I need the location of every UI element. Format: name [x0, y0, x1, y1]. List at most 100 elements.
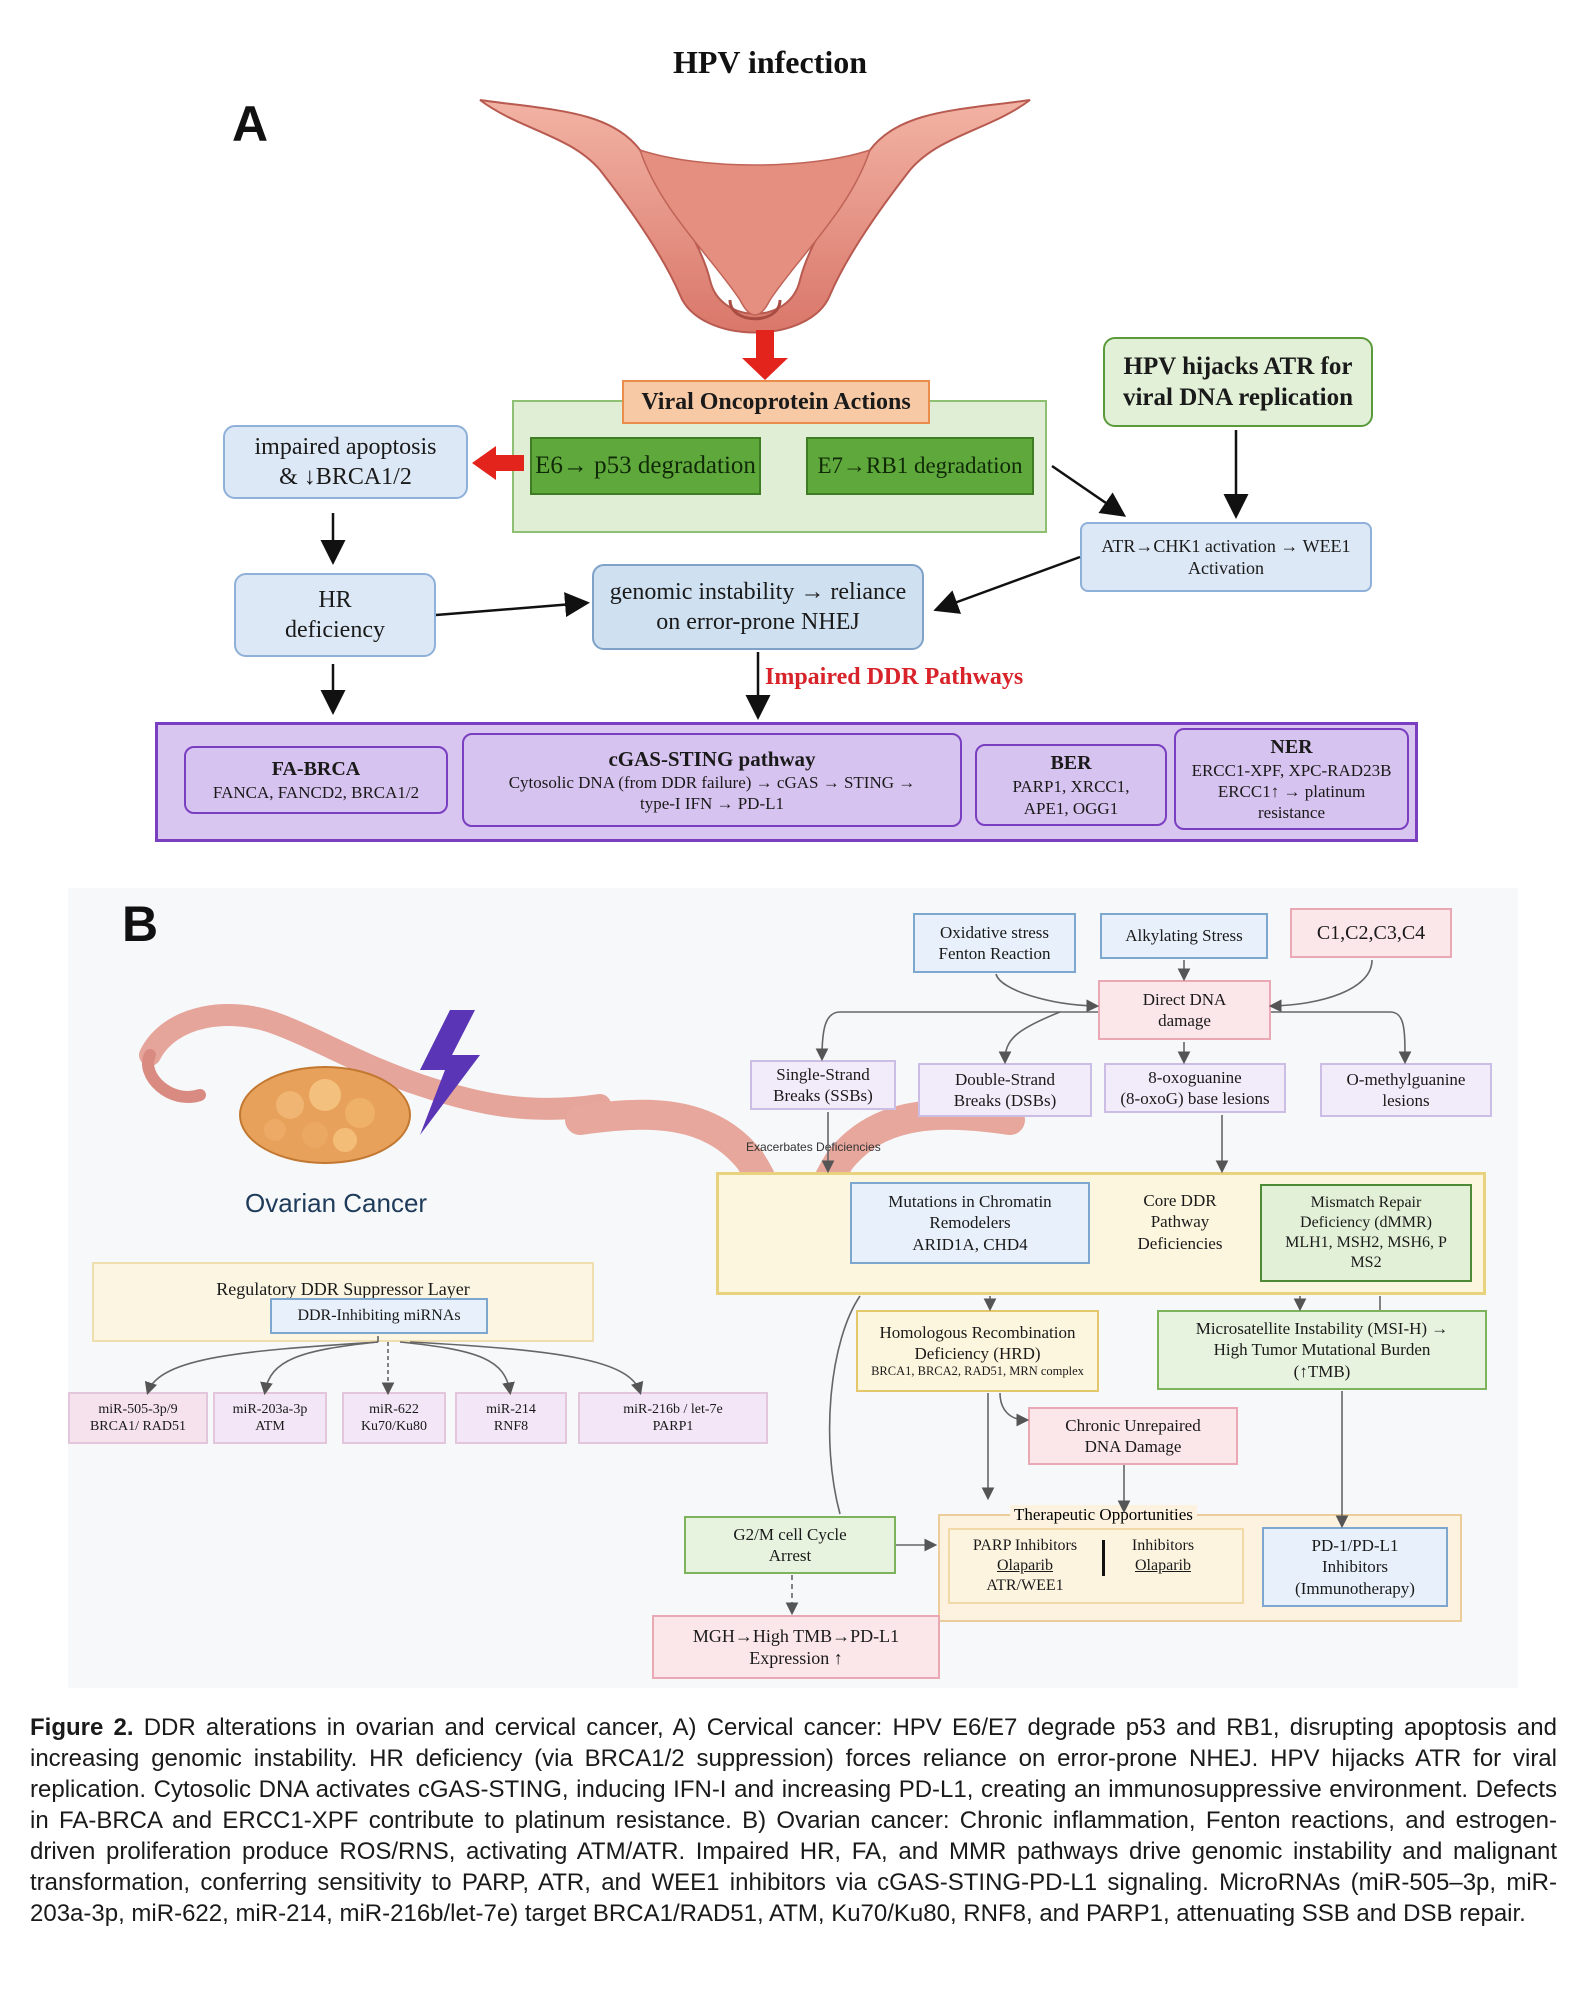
viral-oncoprotein-header: Viral Oncoprotein Actions: [622, 380, 930, 424]
therapy-divider: [1102, 1540, 1105, 1576]
mmr-line1: Mismatch Repair: [1310, 1194, 1422, 1211]
atr-chk1-box: ATR→CHK1 activation → WEE1 Activation: [1080, 522, 1372, 592]
red-down-arrow: [742, 330, 788, 380]
core-line1: Core DDR: [1143, 1191, 1217, 1211]
g2m-line1: G2/M cell Cycle: [733, 1524, 847, 1544]
ber-line1: PARP1, XRCC1,: [1012, 777, 1130, 797]
ner-line2: ERCC1↑ → platinum: [1217, 781, 1366, 801]
arrow-direct-to-omg: [1271, 1011, 1412, 1065]
cgas-title: cGAS-STING pathway: [608, 746, 816, 771]
ovary-illustration: [139, 1004, 611, 1164]
arrow-hrd-to-chronic: [999, 1392, 1030, 1427]
arrow-mirna-5: [409, 1341, 644, 1396]
caption-text: DDR alterations in ovarian and cervical …: [30, 1714, 1557, 1927]
hr-deficiency-box: HR deficiency: [234, 573, 436, 657]
hrd-line3: BRCA1, BRCA2, RAD51, MRN complex: [871, 1364, 1084, 1379]
panel-b-connectors: [144, 959, 1412, 1616]
ner-title: NER: [1270, 735, 1313, 758]
mirna-name: miR-505-3p/9: [98, 1401, 178, 1417]
figure-stage: A HPV infection Viral Oncoprotein Action…: [68, 44, 1492, 1679]
pd1-line3: (Immunotherapy): [1295, 1578, 1415, 1598]
ber-box: BER PARP1, XRCC1, APE1, OGG1: [975, 744, 1167, 826]
impaired-apoptosis-line1: impaired apoptosis: [254, 434, 437, 460]
therapeutic-title: Therapeutic Opportunities: [1010, 1505, 1197, 1525]
hpv-hijacks-atr-box: HPV hijacks ATR for viral DNA replicatio…: [1103, 337, 1373, 427]
mirna-name: miR-622: [369, 1401, 419, 1417]
omg-box: O-methylguanine lesions: [1320, 1063, 1492, 1117]
dsb-line1: Double-Strand: [954, 1069, 1056, 1089]
mirna-target: PARP1: [652, 1419, 694, 1434]
mirna-target: BRCA1/ RAD51: [89, 1419, 187, 1434]
arrow-ccodes-to-direct: [1268, 959, 1373, 1013]
ner-line3: resistance: [1257, 803, 1326, 823]
mmr-line2: Deficiency (dMMR): [1300, 1214, 1432, 1231]
cgas-line1: Cytosolic DNA (from DDR failure) → cGAS …: [508, 772, 916, 792]
fa-text: FANCA, FANCD2, BRCA1/2: [212, 782, 420, 802]
cgas-sting-box: cGAS-STING pathway Cytosolic DNA (from D…: [462, 733, 962, 827]
impaired-apoptosis-line2: & ↓BRCA1/2: [279, 464, 412, 490]
oxidative-stress-box: Oxidative stress Fenton Reaction: [913, 913, 1076, 973]
mgh-line1: MGH→High TMB→PD-L1: [692, 1625, 900, 1646]
msi-box: Microsatellite Instability (MSI-H) → Hig…: [1157, 1310, 1487, 1390]
arrow-e7-to-atr: [1051, 464, 1127, 517]
ner-box: NER ERCC1-XPF, XPC-RAD23B ERCC1↑ → plati…: [1174, 728, 1409, 830]
e7-box: E7→RB1 degradation: [806, 437, 1034, 495]
arrow-mirna-1: [144, 1341, 379, 1396]
mirna-name: miR-216b / let-7e: [623, 1401, 723, 1417]
chromatin-line3: ARID1A, CHD4: [912, 1234, 1028, 1254]
parp-inhibitor-box: [948, 1528, 1244, 1604]
dsb-line2: Breaks (DSBs): [953, 1091, 1057, 1110]
hrd-line1: Homologous Recombination: [879, 1322, 1076, 1342]
mirna-name: miR-203a-3p: [232, 1401, 308, 1417]
hrd-box: Homologous Recombination Deficiency (HRD…: [856, 1310, 1099, 1392]
msi-line2: High Tumor Mutational Burden: [1213, 1340, 1431, 1360]
pd1-box: PD-1/PD-L1 Inhibitors (Immunotherapy): [1262, 1527, 1448, 1607]
g2m-box: G2/M cell Cycle Arrest: [684, 1516, 896, 1574]
mirna-target: Ku70/Ku80: [360, 1419, 428, 1434]
oxog-line1: 8-oxoguanine: [1148, 1067, 1242, 1087]
atr-line2: Activation: [1188, 558, 1264, 578]
oxidative-line1: Oxidative stress: [939, 922, 1050, 942]
pd1-line2: Inhibitors: [1321, 1557, 1389, 1577]
fa-title: FA-BRCA: [271, 757, 361, 780]
red-left-arrow: [472, 446, 524, 480]
e6-box: E6→ p53 degradation: [530, 437, 761, 495]
direct-line1: Direct DNA: [1142, 989, 1227, 1009]
hr-line1: HR: [318, 587, 352, 613]
chronic-damage-box: Chronic Unrepaired DNA Damage: [1028, 1407, 1238, 1465]
line-core-to-g2m: [828, 1295, 861, 1515]
hrd-line2: Deficiency (HRD): [914, 1344, 1041, 1364]
core-line2: Pathway: [1150, 1212, 1210, 1232]
genomic-line2: on error-prone NHEJ: [656, 609, 860, 635]
core-line3: Deficiencies: [1137, 1233, 1223, 1253]
arrow-direct-to-ssb: [815, 1011, 1098, 1062]
impaired-ddr-label: Impaired DDR Pathways: [765, 664, 1024, 690]
ovarian-cancer-label: Ovarian Cancer: [245, 1188, 428, 1218]
c-codes-box: C1,C2,C3,C4: [1290, 908, 1452, 958]
alkylating-stress-box: Alkylating Stress: [1100, 913, 1268, 959]
panel-a-connectors: [320, 430, 1249, 720]
panel-a-letter: A: [232, 96, 269, 152]
hijack-line2: viral DNA replication: [1122, 384, 1354, 411]
arrow-direct-to-dsb: [998, 1011, 1061, 1065]
arrow-hr-to-genomic: [435, 592, 590, 618]
direct-line2: damage: [1158, 1011, 1211, 1030]
ssb-box: Single-Strand Breaks (SSBs): [750, 1060, 896, 1110]
arrow-atr-to-genomic: [933, 555, 1081, 614]
exacerbates-label: Exacerbates Deficiencies: [746, 1140, 881, 1154]
genomic-instability-box: genomic instability → reliance on error-…: [592, 564, 924, 650]
msi-line3: (↑TMB): [1293, 1361, 1351, 1381]
pd1-line1: PD-1/PD-L1: [1311, 1536, 1399, 1556]
mmr-box: Mismatch Repair Deficiency (dMMR) MLH1, …: [1260, 1184, 1472, 1282]
cervix-illustration: [479, 99, 1031, 334]
arrow-mirna-4: [399, 1341, 515, 1396]
parp-line1: PARP Inhibitors: [972, 1537, 1078, 1554]
ssb-line1: Single-Strand: [776, 1064, 870, 1084]
g2m-line2: Arrest: [768, 1546, 812, 1565]
parp-inhibitor-col: PARP Inhibitors Olaparib ATR/WEE1: [952, 1531, 1098, 1601]
ber-title: BER: [1050, 752, 1092, 775]
omg-line1: O-methylguanine: [1346, 1069, 1466, 1089]
mmr-line4: MS2: [1350, 1254, 1382, 1271]
